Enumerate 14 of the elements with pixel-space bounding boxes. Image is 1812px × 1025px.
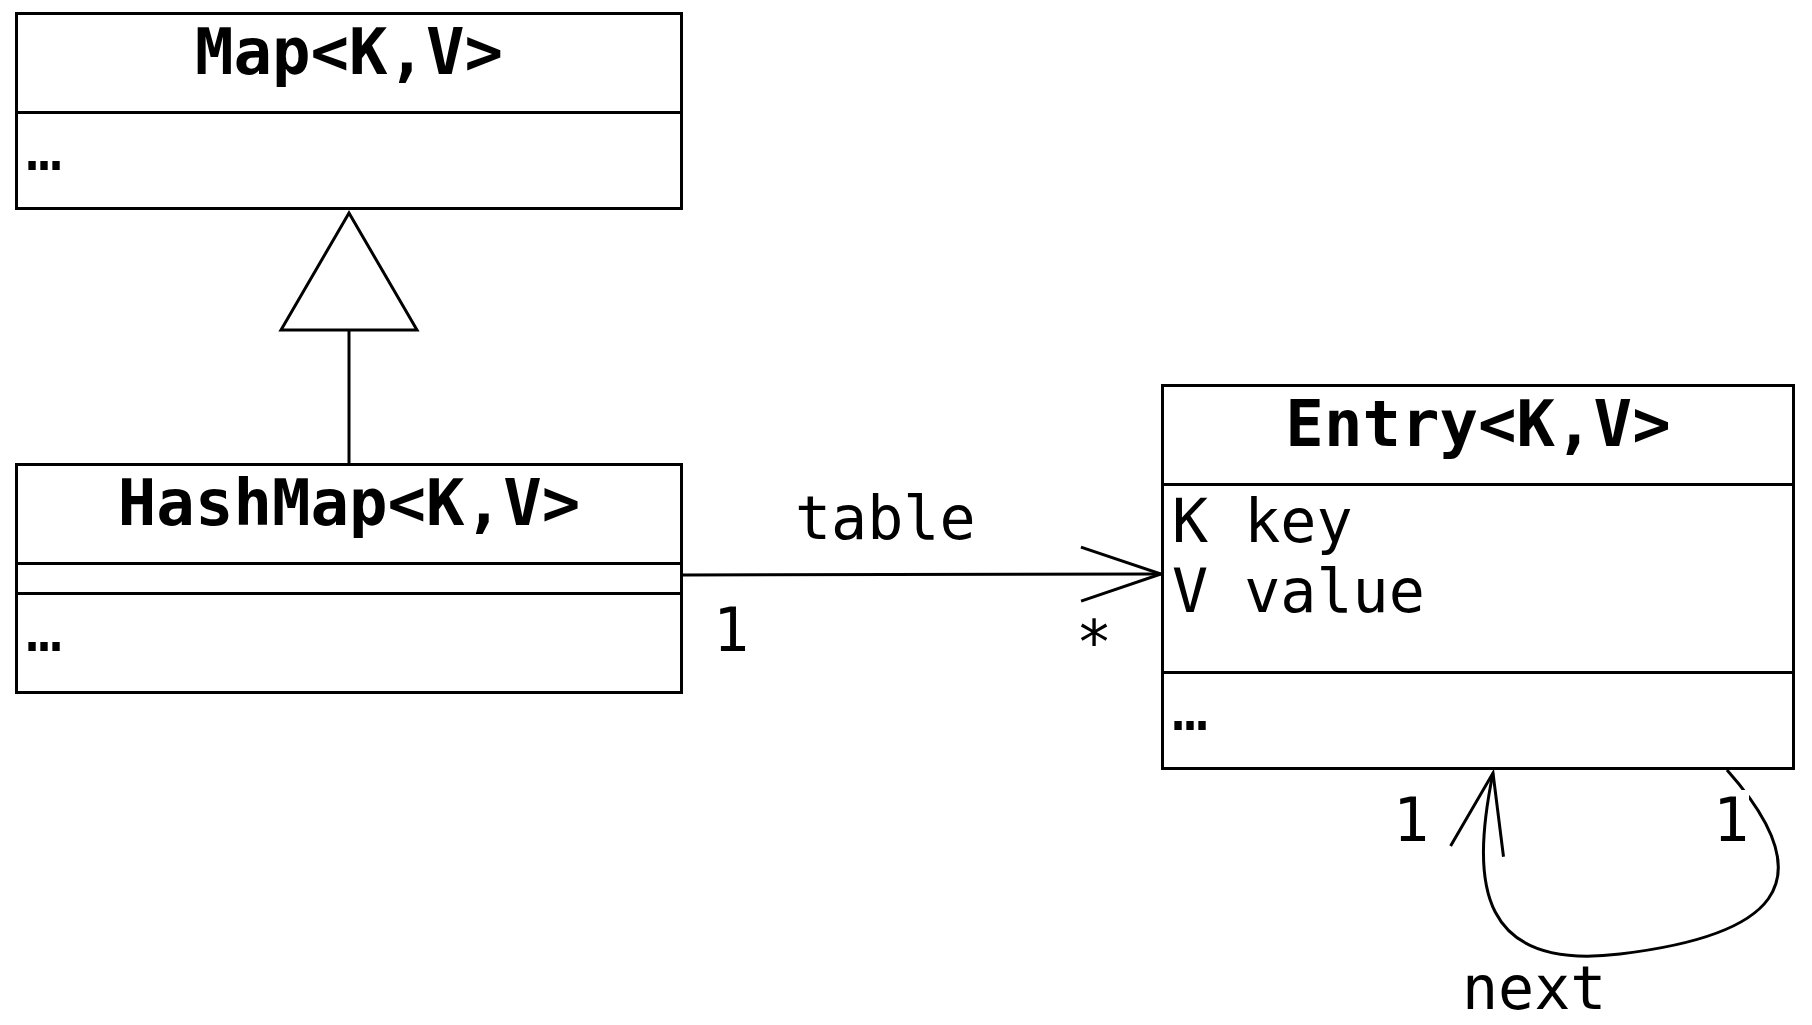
member-ellipsis: … [26, 596, 63, 665]
class-box [15, 463, 683, 694]
class-box [15, 12, 683, 210]
association-arrow [1450, 769, 1780, 958]
member-ellipsis: … [1172, 675, 1209, 744]
class-name: Entry<K,V> [1285, 388, 1671, 462]
association-arrow [683, 545, 1163, 603]
class-name: HashMap<K,V> [117, 467, 581, 541]
attribute-text: V value [1172, 557, 1425, 626]
attribute-text: K key [1172, 487, 1353, 556]
member-ellipsis: … [26, 115, 63, 184]
class-name: Map<K,V> [194, 16, 504, 90]
inheritance-arrow [279, 211, 419, 463]
class-box [1161, 384, 1795, 770]
